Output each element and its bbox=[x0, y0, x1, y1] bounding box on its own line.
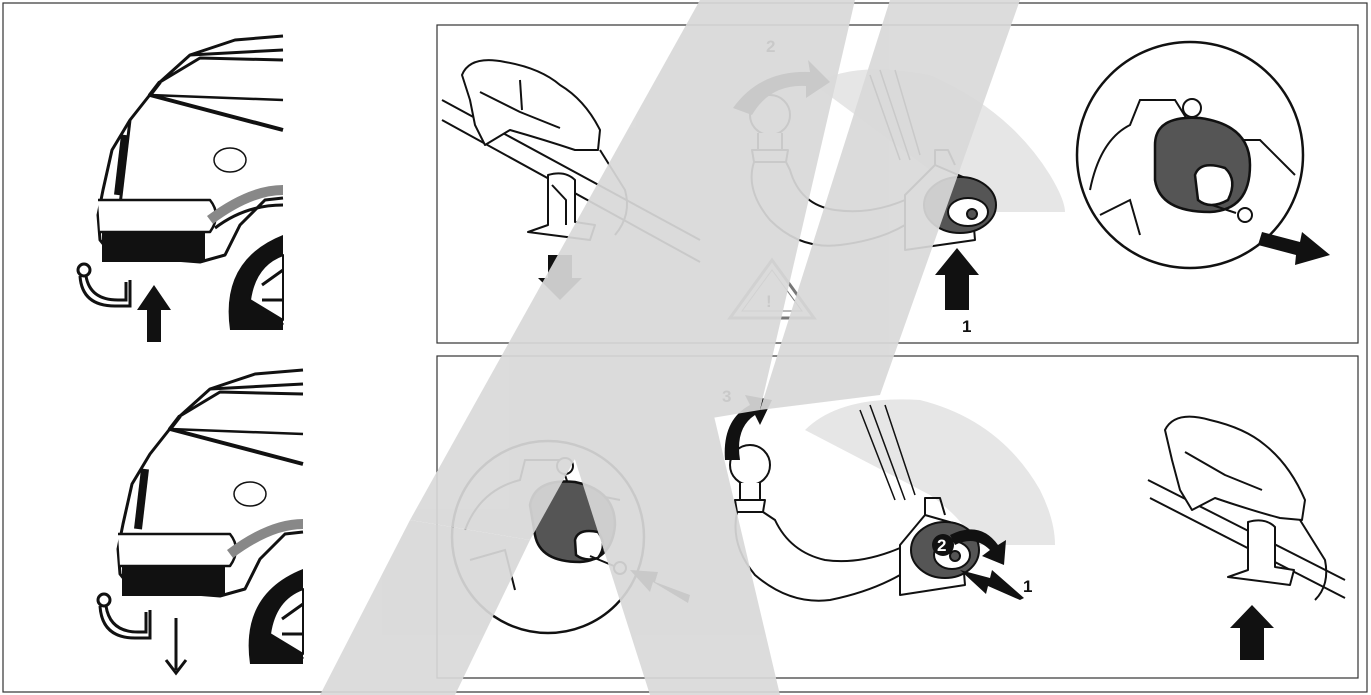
step-label-bottom-push: 1 bbox=[1023, 577, 1032, 596]
step-label-bottom-rotate: 2 bbox=[937, 536, 946, 555]
socket-cover-bottom bbox=[1148, 417, 1345, 600]
ball-bar-top bbox=[78, 264, 130, 306]
arrow-right-icon bbox=[1258, 232, 1330, 265]
step-label-top-unlock: 1 bbox=[962, 317, 971, 336]
arrow-up-icon bbox=[935, 248, 979, 310]
push-arrow-icon bbox=[960, 570, 1024, 600]
arrow-up-icon bbox=[137, 285, 171, 342]
arrow-up-icon bbox=[1230, 605, 1274, 660]
knob-label-badge: 2 bbox=[932, 534, 954, 556]
tow-ball-bottom bbox=[730, 399, 1055, 600]
ball-bar-bottom bbox=[98, 594, 150, 638]
arrow-down-icon bbox=[166, 618, 186, 673]
